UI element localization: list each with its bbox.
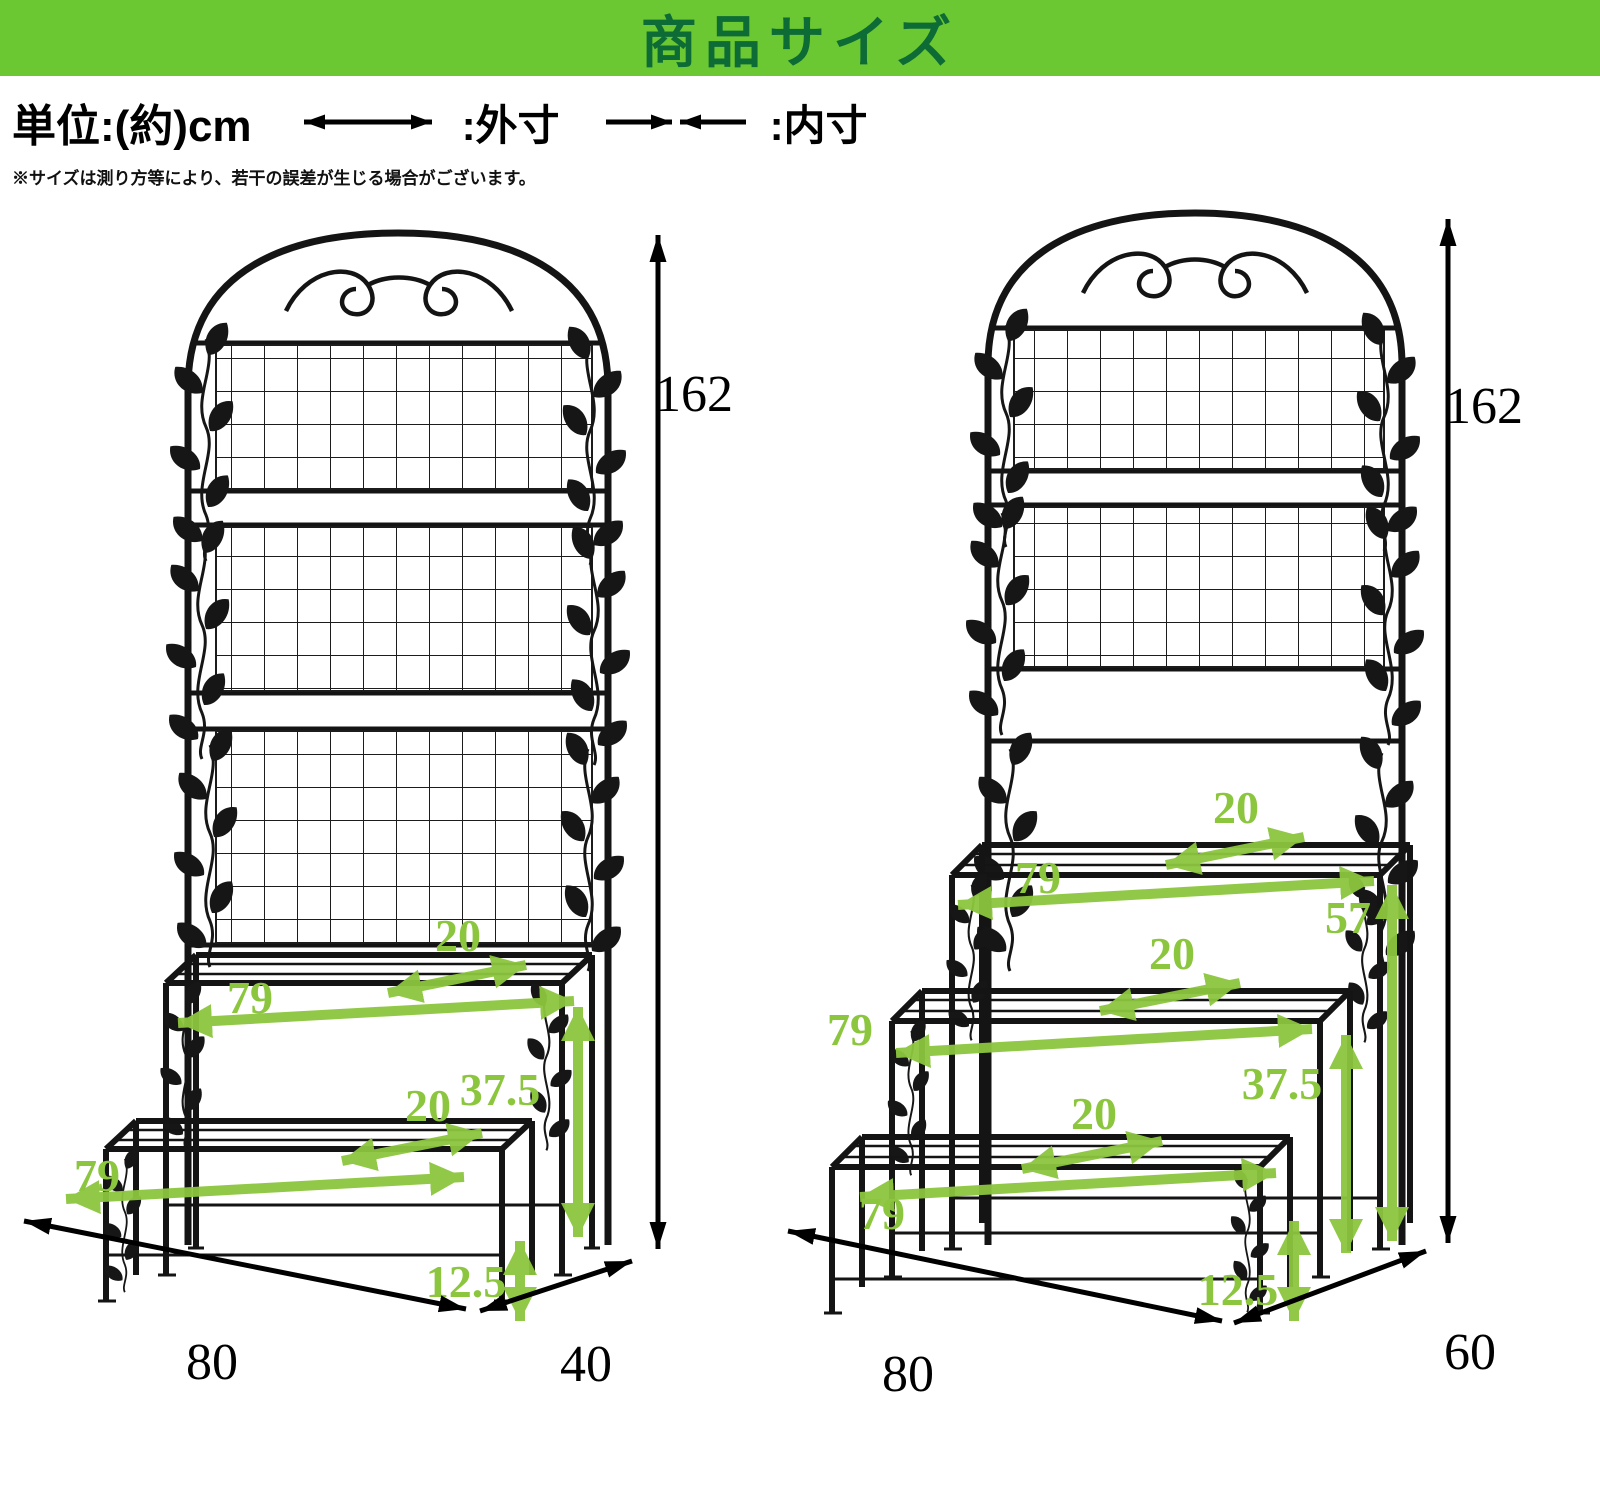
inner-dimension-arrow-icon bbox=[605, 114, 746, 130]
left-height-dim: 162 bbox=[655, 366, 733, 423]
outer-dimension-arrow-icon bbox=[303, 114, 432, 130]
left-depth-dim: 40 bbox=[560, 1336, 612, 1393]
inner-dimension-label: :内寸 bbox=[769, 101, 868, 149]
right-green-dimensions: 20 79 57 20 79 37.5 20 79 12.5 bbox=[827, 782, 1409, 1321]
left-width-dim: 80 bbox=[186, 1334, 238, 1391]
left-tier1-width-dim: 79 bbox=[227, 972, 273, 1023]
right-tier1-height-dim: 57 bbox=[1325, 892, 1371, 943]
left-green-dimensions: 20 79 37.5 20 79 12.5 bbox=[65, 910, 595, 1321]
unit-label: 単位:(約)cm bbox=[12, 102, 252, 151]
page-title: 商品サイズ bbox=[640, 10, 960, 74]
left-tier1-depth-dim: 20 bbox=[435, 910, 481, 961]
left-outer-dimensions: 162 80 40 bbox=[23, 235, 733, 1393]
outer-dimension-label: :外寸 bbox=[461, 101, 560, 149]
right-tier1-width-dim: 79 bbox=[1015, 852, 1061, 903]
right-tier3-height-dim: 12.5 bbox=[1198, 1264, 1279, 1315]
left-trellis-diagram: 20 79 37.5 20 79 12.5 162 80 40 bbox=[23, 229, 733, 1393]
right-tier2-height-dim: 37.5 bbox=[1242, 1058, 1323, 1109]
right-tier3-width-dim: 79 bbox=[859, 1188, 905, 1239]
diagram-area: 20 79 37.5 20 79 12.5 162 80 40 bbox=[0, 193, 1600, 1443]
left-tier1-height-dim: 37.5 bbox=[460, 1064, 541, 1115]
left-tier2-height-dim: 12.5 bbox=[426, 1256, 507, 1307]
product-size-page: 商品サイズ 単位:(約)cm :外寸 :内寸 ※サイズは測り方等により、若干の誤… bbox=[0, 0, 1600, 1443]
right-tier2-depth-dim: 20 bbox=[1149, 928, 1195, 979]
left-tier2-depth-dim: 20 bbox=[405, 1080, 451, 1131]
left-tier2-width-dim: 79 bbox=[74, 1150, 120, 1201]
right-trellis-panel bbox=[960, 209, 1430, 1245]
left-trellis-panel bbox=[160, 229, 636, 1245]
right-tier1-depth-dim: 20 bbox=[1213, 782, 1259, 833]
right-depth-dim: 60 bbox=[1444, 1324, 1496, 1381]
right-tier3-depth-dim: 20 bbox=[1071, 1088, 1117, 1139]
right-width-dim: 80 bbox=[882, 1346, 934, 1403]
right-trellis-diagram: 20 79 57 20 79 37.5 20 79 12.5 bbox=[787, 209, 1523, 1403]
size-disclaimer-note: ※サイズは測り方等により、若干の誤差が生じる場合がございます。 bbox=[12, 169, 536, 188]
right-outer-dimensions: 162 80 60 bbox=[787, 219, 1523, 1403]
right-height-dim: 162 bbox=[1445, 378, 1523, 435]
legend: 単位:(約)cm :外寸 :内寸 bbox=[12, 90, 1600, 154]
header-banner: 商品サイズ bbox=[0, 0, 1600, 76]
right-tier2-width-dim: 79 bbox=[827, 1004, 873, 1055]
